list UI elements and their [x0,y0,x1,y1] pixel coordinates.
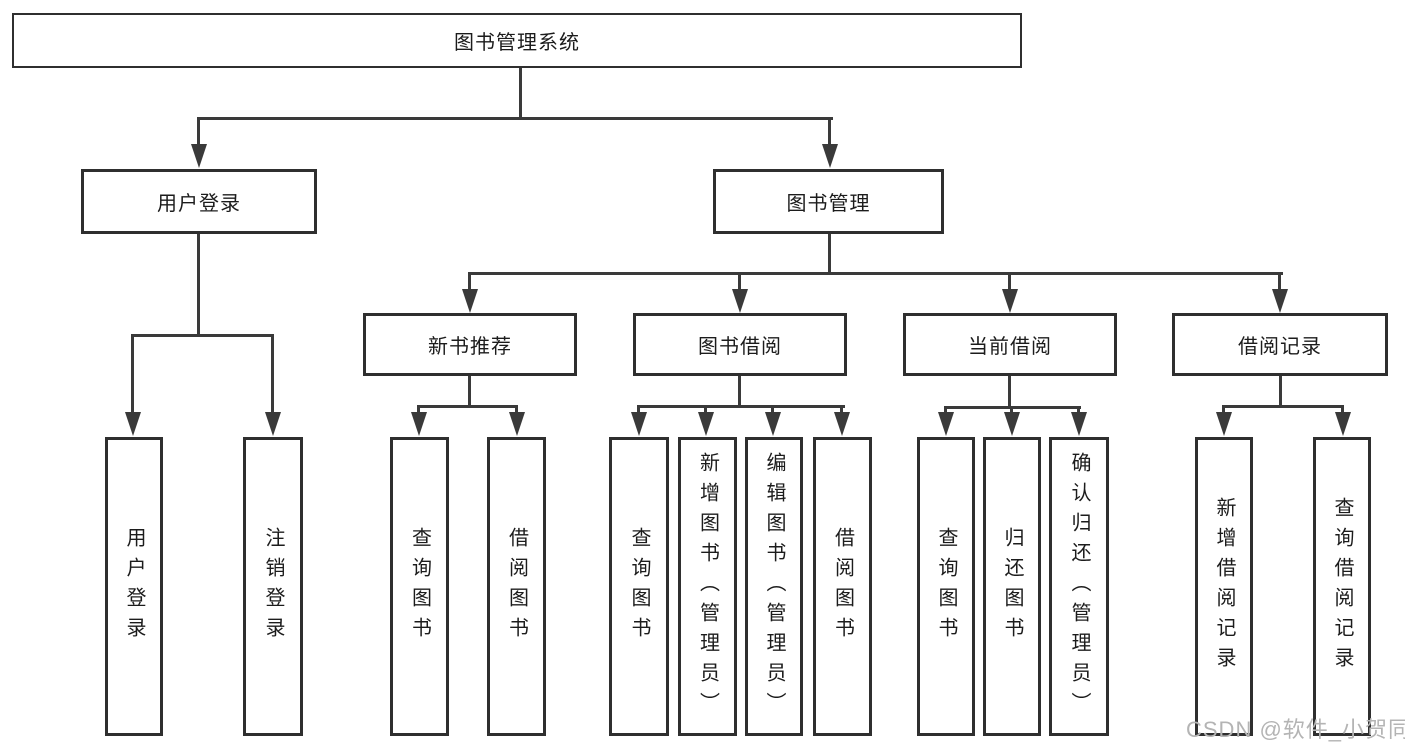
connector-line [1278,272,1281,292]
node-borrow-record: 借阅记录 [1172,313,1388,376]
connector-line [197,117,833,120]
arrow-down-icon [698,412,714,436]
connector-line [840,405,843,415]
connector-line [131,334,274,337]
node-book-management: 图书管理 [713,169,944,234]
connector-line [271,334,274,414]
connector-line [417,405,420,415]
connector-line [515,405,518,415]
leaf-borrow-book-1: 借阅图书 [487,437,546,736]
arrow-down-icon [1004,412,1020,436]
connector-line [771,405,774,415]
node-current-borrow: 当前借阅 [903,313,1117,376]
leaf-edit-book-admin: 编辑图书（管理员） [745,437,803,736]
leaf-return-book: 归还图书 [983,437,1041,736]
arrow-down-icon [191,144,207,168]
arrow-down-icon [834,412,850,436]
connector-line [1341,405,1344,415]
leaf-add-borrow-record: 新增借阅记录 [1195,437,1253,736]
connector-line [131,334,134,414]
arrow-down-icon [938,412,954,436]
connector-line [468,272,471,292]
leaf-borrow-book-2: 借阅图书 [813,437,872,736]
arrow-down-icon [265,412,281,436]
arrow-down-icon [631,412,647,436]
leaf-query-book-1: 查询图书 [390,437,449,736]
watermark: CSDN @软件_小贺同学 [1186,717,1405,742]
arrow-down-icon [1216,412,1232,436]
node-library-system: 图书管理系统 [12,13,1022,68]
connector-line [704,405,707,415]
connector-line [738,376,741,408]
arrow-down-icon [765,412,781,436]
arrow-down-icon [1071,412,1087,436]
connector-line [468,272,1283,275]
leaf-user-login: 用户登录 [105,437,163,736]
leaf-query-book-3: 查询图书 [917,437,975,736]
connector-line [1279,376,1282,408]
connector-line [637,405,845,408]
arrow-down-icon [822,144,838,168]
leaf-confirm-return-admin: 确认归还（管理员） [1049,437,1109,736]
arrow-down-icon [125,412,141,436]
node-book-borrow: 图书借阅 [633,313,847,376]
connector-line [1222,405,1225,415]
arrow-down-icon [1272,289,1288,313]
connector-line [197,233,200,337]
arrow-down-icon [1002,289,1018,313]
connector-line [637,405,640,415]
arrow-down-icon [1335,412,1351,436]
connector-line [1008,376,1011,409]
arrow-down-icon [411,412,427,436]
leaf-query-borrow-record: 查询借阅记录 [1313,437,1371,736]
leaf-logout: 注销登录 [243,437,303,736]
connector-line [197,117,200,149]
connector-line [468,376,471,408]
leaf-query-book-2: 查询图书 [609,437,669,736]
connector-line [828,233,831,275]
connector-line [1077,406,1080,415]
connector-line [828,117,831,149]
connector-line [738,272,741,292]
connector-line [1222,405,1344,408]
connector-line [519,67,522,119]
node-new-book-recommend: 新书推荐 [363,313,577,376]
arrow-down-icon [462,289,478,313]
connector-line [1010,406,1013,415]
leaf-add-book-admin: 新增图书（管理员） [678,437,737,736]
arrow-down-icon [509,412,525,436]
connector-line [944,406,947,415]
connector-line [417,405,518,408]
arrow-down-icon [732,289,748,313]
connector-line [1008,272,1011,292]
node-user-login: 用户登录 [81,169,317,234]
